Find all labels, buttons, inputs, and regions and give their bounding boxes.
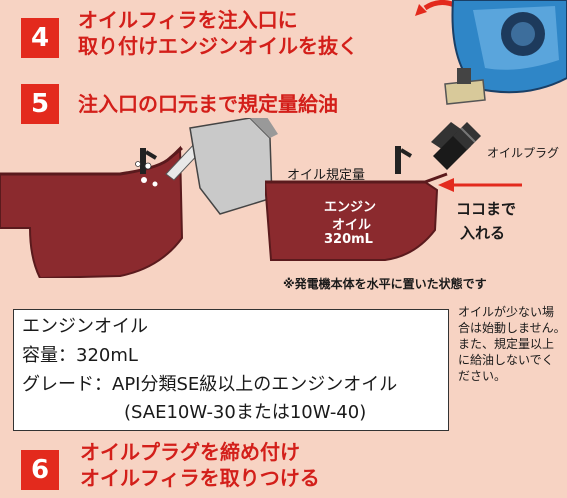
step-title-line: 注入口の口元まで規定量給油 xyxy=(78,92,338,116)
pouring-illustration xyxy=(0,118,278,278)
tank-label: 320mL xyxy=(324,232,373,247)
oil-spec-box: エンジンオイル 容量：320mL グレード：API分類SE級以上のエンジンオイル… xyxy=(13,309,449,431)
step-title-line: オイルフィラを注入口に xyxy=(78,8,298,32)
oil-plug-label: オイルプラグ xyxy=(487,146,560,160)
spec-line: エンジンオイル xyxy=(22,316,148,337)
spec-line: (SAE10W-30または10W-40) xyxy=(124,402,367,423)
fill-here-text: 入れる xyxy=(460,224,506,242)
oil-level-label: オイル規定量 xyxy=(287,168,366,183)
fill-here-text: ココまで xyxy=(456,200,517,218)
note-line: ださい。 xyxy=(458,369,507,383)
tank-label: オイル xyxy=(332,218,372,233)
oil-plug-icon xyxy=(433,122,481,170)
step-number-badge: 4 xyxy=(21,18,59,58)
spec-line: 容量：320mL xyxy=(22,345,138,366)
spec-line: グレード：API分類SE級以上のエンジンオイル xyxy=(22,374,398,395)
step-title-line: オイルプラグを締め付け xyxy=(80,440,300,464)
generator-illustration xyxy=(415,0,567,105)
note-line: 合は始動しません。 xyxy=(458,321,566,335)
note-line: オイルが少ない場 xyxy=(458,305,555,319)
note-line: また、規定量以上 xyxy=(458,337,555,351)
step-title-line: 取り付けエンジンオイルを抜く xyxy=(78,34,358,58)
fill-arrow-icon xyxy=(438,178,522,192)
note-line: に給油しないでく xyxy=(458,353,554,367)
tank-label: エンジン xyxy=(324,200,377,215)
step-title-line: オイルフィラを取りつける xyxy=(80,466,320,490)
level-note: ※発電機本体を水平に置いた状態です xyxy=(283,277,487,291)
oil-level-tank xyxy=(265,122,465,261)
step-number-badge: 5 xyxy=(21,84,59,124)
step-number-badge: 6 xyxy=(21,450,59,490)
